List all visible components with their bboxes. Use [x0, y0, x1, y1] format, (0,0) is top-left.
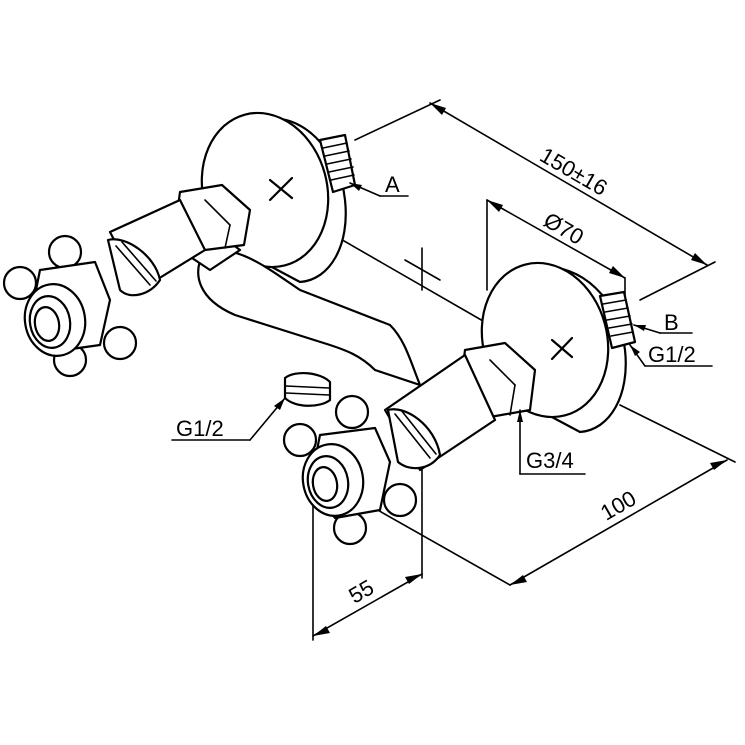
callout-thread-outlet: G1/2	[171, 397, 286, 441]
right-arm	[383, 353, 497, 472]
outlet-thread	[283, 372, 332, 407]
callout-thread-right: G1/2	[629, 342, 713, 367]
callout-thread-nut: G3/4	[517, 409, 586, 475]
dimension-height-label: 100	[596, 485, 640, 525]
dimension-depth-label: 55	[344, 575, 378, 609]
callout-thread-right-label: G1/2	[648, 342, 696, 367]
right-inlet-thread	[598, 290, 637, 350]
right-cross-handle	[282, 394, 418, 546]
left-cross-handle	[2, 234, 138, 378]
callout-thread-outlet-label: G1/2	[176, 416, 224, 441]
callout-inlet-a: A	[349, 172, 409, 197]
callout-thread-nut-label: G3/4	[526, 448, 574, 473]
callout-inlet-a-label: A	[385, 172, 400, 197]
callout-inlet-b-label: B	[664, 310, 679, 335]
callout-inlet-b: B	[633, 310, 693, 335]
centre-axis	[324, 229, 491, 326]
left-arm	[106, 198, 207, 297]
